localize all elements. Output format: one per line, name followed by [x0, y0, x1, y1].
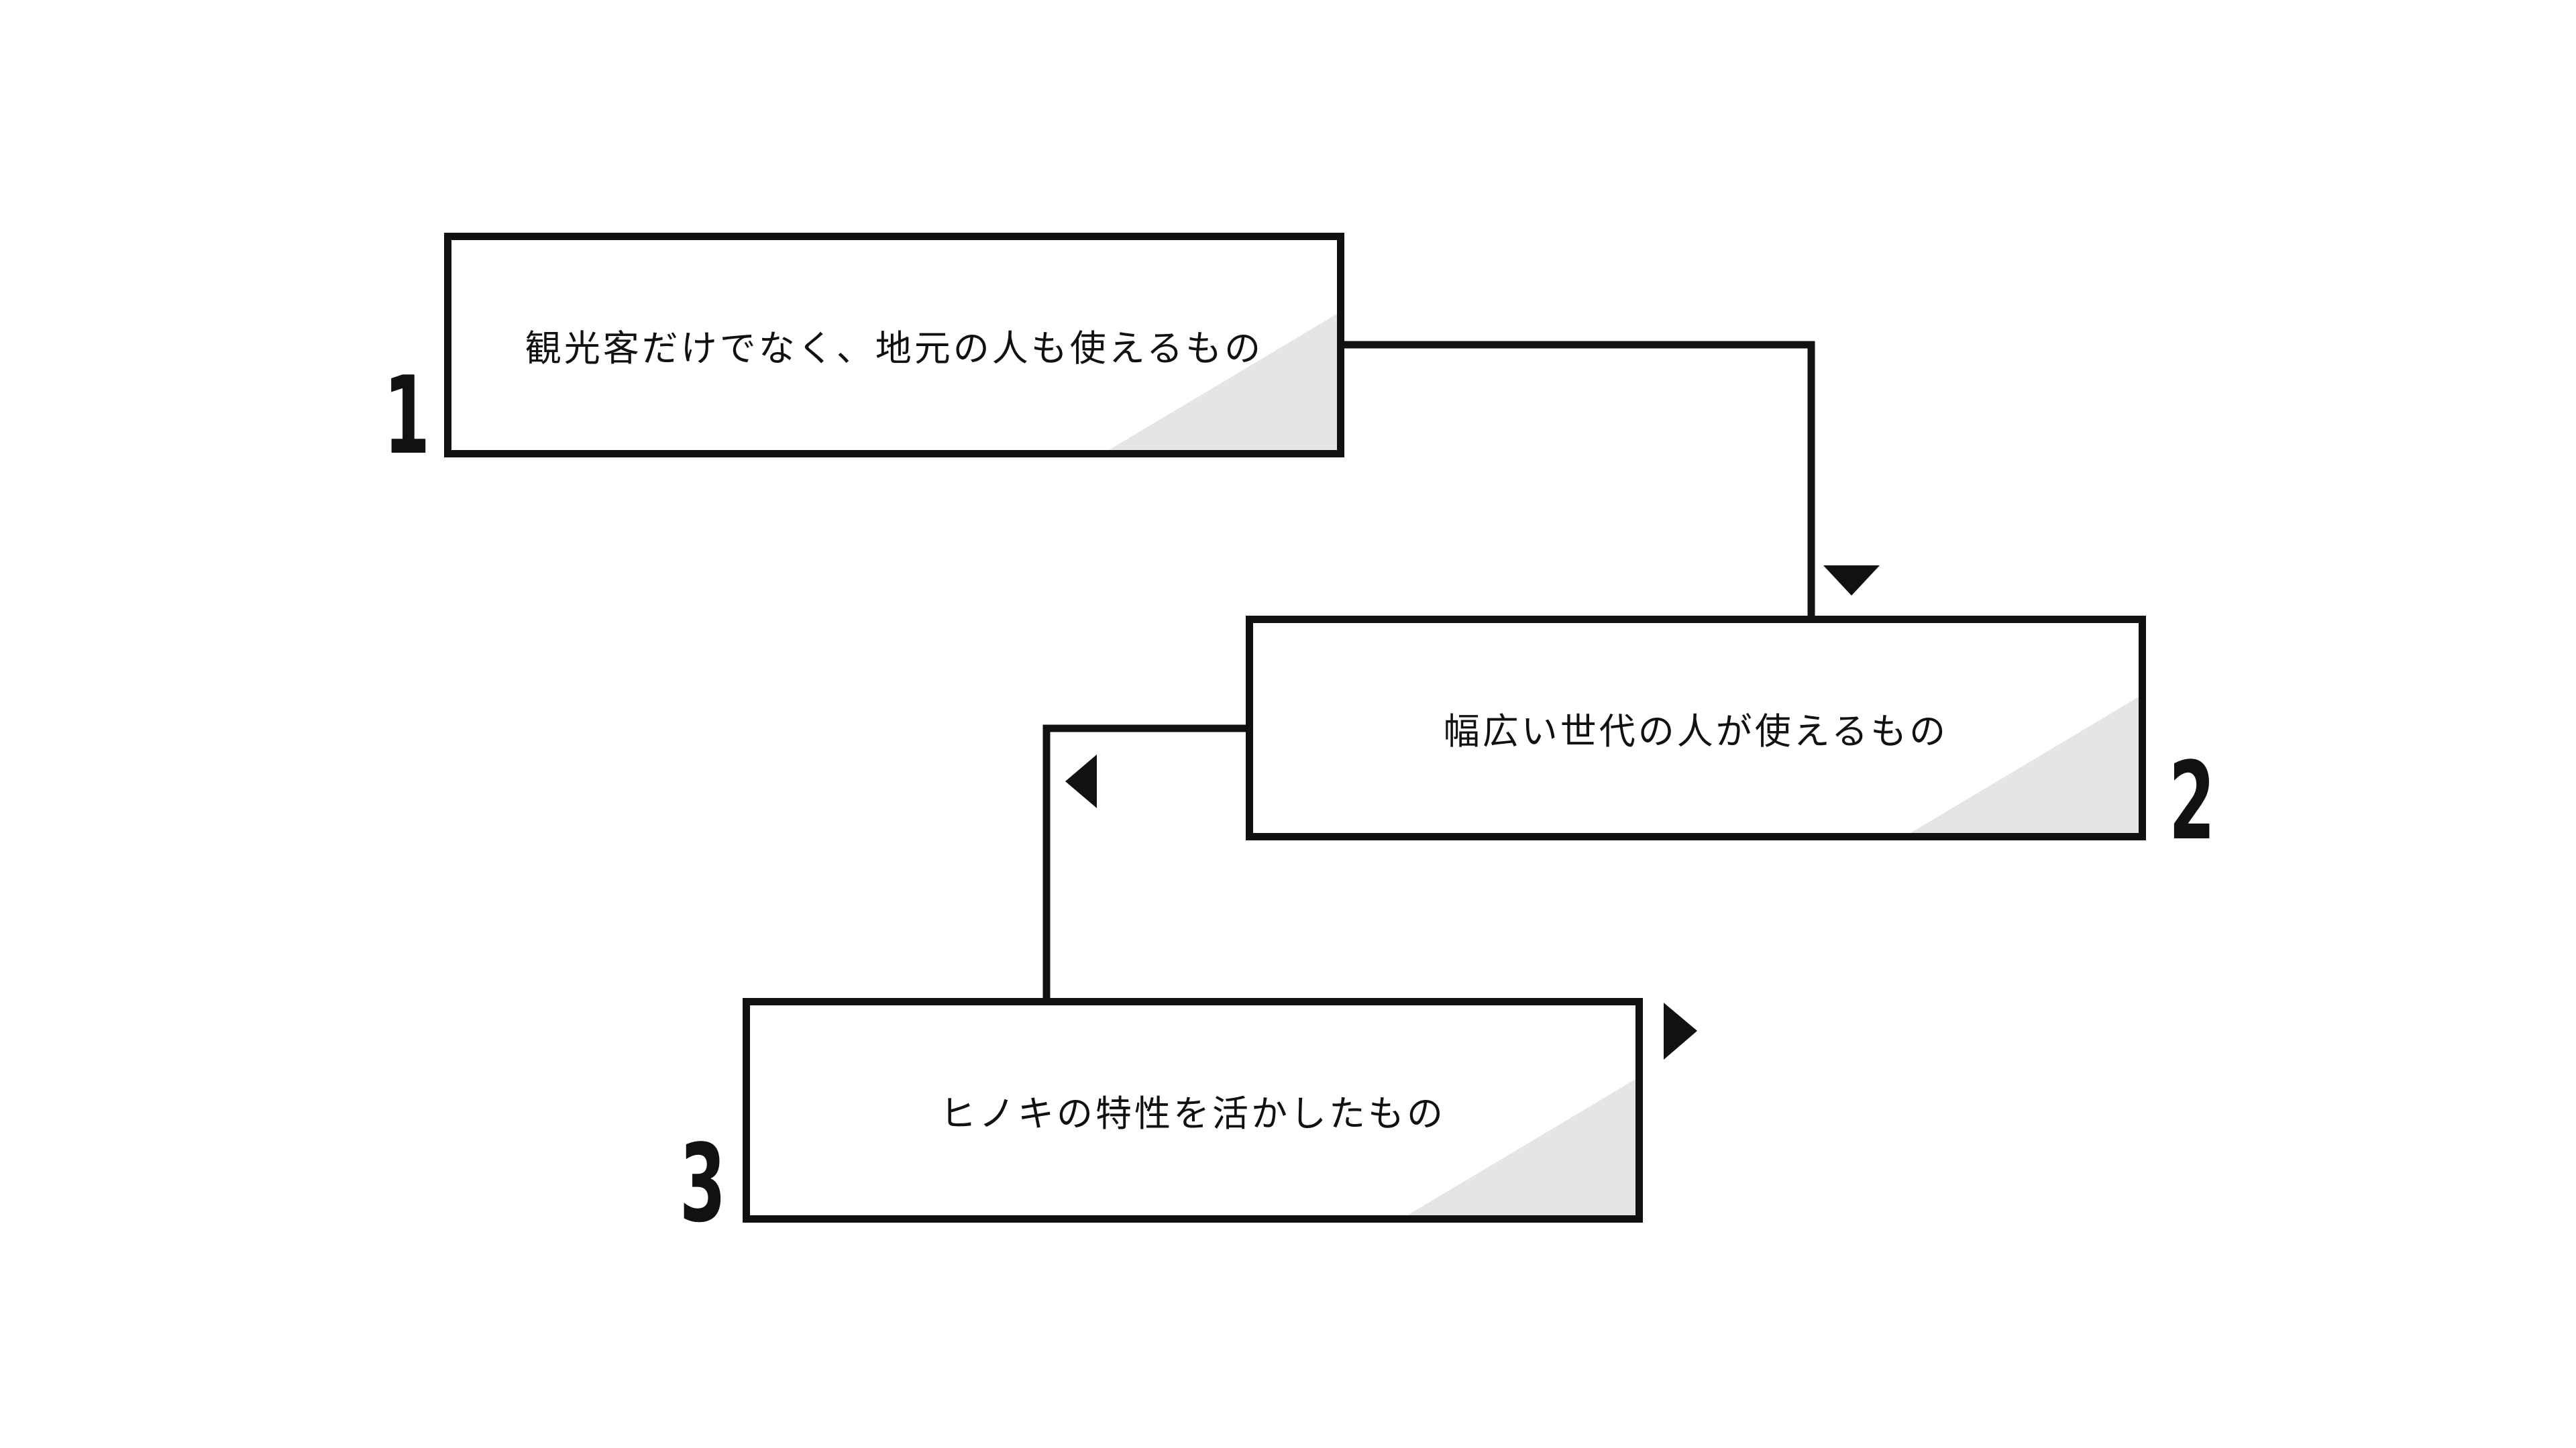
arrow-down-icon — [1823, 565, 1880, 596]
step-2-box: 幅広い世代の人が使えるもの — [1246, 616, 2146, 840]
step-3-text: ヒノキの特性を活かしたもの — [940, 1093, 1446, 1135]
connector-2-to-3 — [1042, 724, 1246, 998]
corner-fold — [1109, 314, 1337, 450]
arrow-right-icon — [1664, 1003, 1697, 1060]
step-3-number: 3 — [680, 1121, 727, 1246]
step-2-number: 2 — [2169, 738, 2216, 864]
step-3-box: ヒノキの特性を活かしたもの — [743, 998, 1643, 1223]
step-1-text: 観光客だけでなく、地元の人も使えるもの — [525, 327, 1264, 370]
step-1-number: 1 — [384, 353, 431, 478]
arrow-left-icon — [1065, 755, 1097, 808]
connector-1-to-2 — [1344, 341, 1815, 616]
corner-fold — [1911, 697, 2139, 833]
step-2-text: 幅広い世代の人が使えるもの — [1443, 710, 1949, 753]
step-1-box: 観光客だけでなく、地元の人も使えるもの — [444, 233, 1344, 457]
corner-fold — [1407, 1079, 1635, 1215]
